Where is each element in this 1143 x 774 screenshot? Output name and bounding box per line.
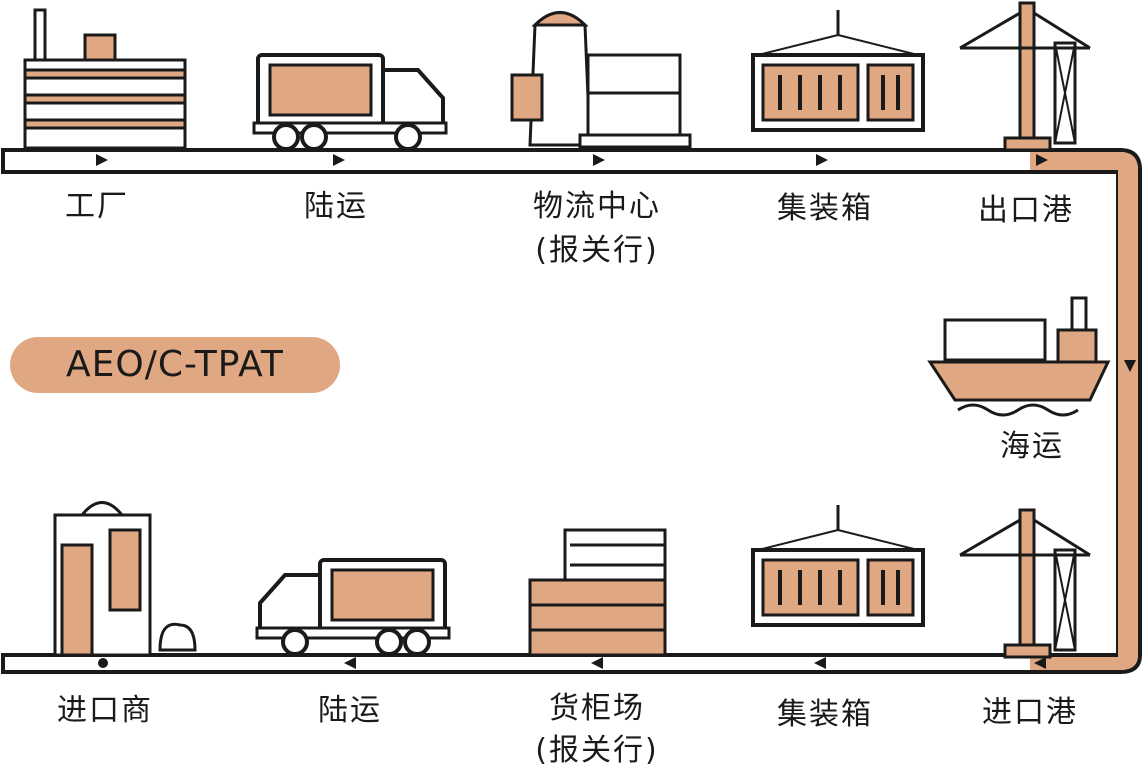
container-icon (751, 503, 925, 627)
node-label-factory: 工厂 (65, 189, 129, 224)
crane-icon (958, 508, 1092, 659)
route-arrows (96, 154, 1136, 669)
arrow-left-icon (344, 657, 356, 669)
container-yard-icon (528, 528, 667, 657)
node-sublabel-customs-broker: (报关行) (535, 733, 659, 768)
node-sublabel-customs-broker: (报关行) (535, 233, 659, 268)
truck-icon (255, 558, 451, 656)
arrow-right-icon (816, 154, 828, 166)
arrow-right-icon (96, 154, 108, 166)
node-label-container: 集装箱 (777, 697, 873, 732)
arrow-left-icon (591, 657, 603, 669)
endpoint-dot-icon (98, 658, 108, 668)
route-track-sea-segment (1030, 152, 1138, 670)
node-label-land-transport: 陆运 (304, 189, 368, 224)
arrow-left-icon (814, 657, 826, 669)
truck-icon (252, 53, 448, 151)
arrow-left-icon (1034, 657, 1046, 669)
node-label-importer: 进口商 (57, 693, 153, 728)
node-label-sea-freight: 海运 (1000, 429, 1064, 464)
node-label-logistics-center: 物流中心 (533, 189, 661, 224)
factory-icon (23, 8, 187, 150)
crane-icon (958, 1, 1092, 152)
node-label-container: 集装箱 (777, 191, 873, 226)
container-icon (751, 8, 925, 132)
node-label-import-port: 进口港 (982, 695, 1078, 730)
worker-boxes-icon (510, 11, 692, 149)
node-label-container-yard: 货柜场 (549, 691, 645, 726)
arrow-right-icon (593, 154, 605, 166)
node-label-export-port: 出口港 (978, 193, 1074, 228)
arrow-right-icon (333, 154, 345, 166)
office-building-icon (53, 501, 197, 657)
arrow-right-icon (1036, 154, 1048, 166)
node-label-land-transport: 陆运 (318, 693, 382, 728)
aeo-ctpat-badge: AEO/C-TPAT (10, 337, 340, 393)
ship-icon (927, 296, 1111, 417)
route-track (1, 148, 1142, 674)
arrow-down-icon (1124, 360, 1136, 372)
